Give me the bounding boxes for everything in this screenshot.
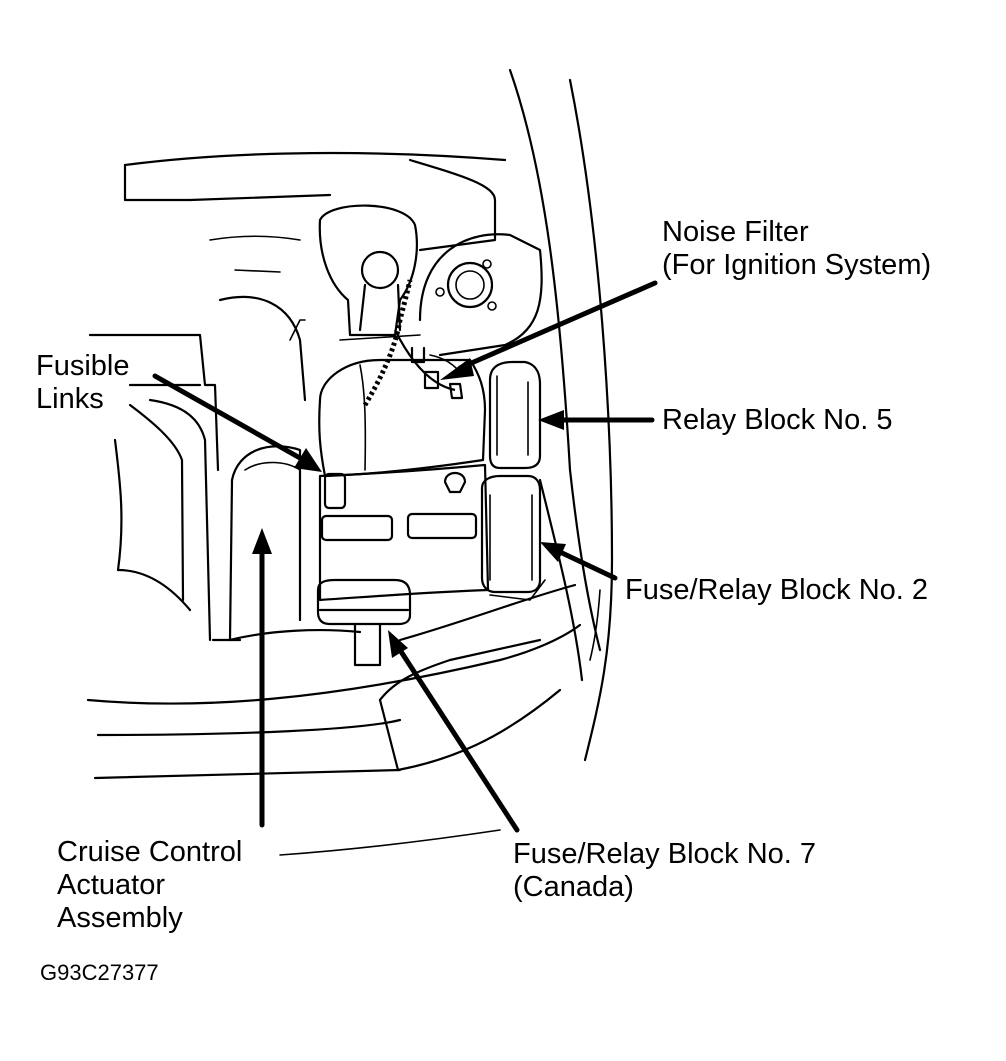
cruise-control-line1: Cruise Control xyxy=(57,836,243,868)
firewall-outline xyxy=(123,151,507,273)
fusible-links-line2: Links xyxy=(36,383,104,415)
fuse-relay-block-7-line1: Fuse/Relay Block No. 7 xyxy=(513,838,817,870)
cruise-control-label: Cruise Control Actuator Assembly xyxy=(57,836,242,935)
fusible-links-line1: Fusible xyxy=(36,350,130,382)
lower-body xyxy=(86,583,582,856)
fuse-relay-block-7-label: Fuse/Relay Block No. 7 (Canada) xyxy=(513,838,816,904)
fuse-relay-block-7 xyxy=(316,578,412,667)
wiring-harness xyxy=(362,279,456,407)
fuse-relay-block-2-label: Fuse/Relay Block No. 2 xyxy=(625,574,928,607)
leader-fusible-links xyxy=(152,373,322,472)
leader-noise-filter xyxy=(440,280,658,380)
battery-box xyxy=(318,358,487,478)
left-structure xyxy=(88,295,307,642)
relay-block-5-line1: Relay Block No. 5 xyxy=(662,404,893,436)
noise-filter-line2: (For Ignition System) xyxy=(662,249,932,281)
cruise-control-line2: Actuator xyxy=(57,869,165,901)
leader-fuse-relay-block-7 xyxy=(388,630,520,833)
relay-block-5-label: Relay Block No. 5 xyxy=(662,404,893,437)
leader-cruise-control xyxy=(252,528,272,828)
brake-booster xyxy=(418,233,543,357)
leader-fuse-relay-block-2 xyxy=(540,542,618,581)
leader-relay-block-5 xyxy=(538,410,655,430)
cruise-control-line3: Assembly xyxy=(57,902,183,934)
fuse-relay-block-2-line1: Fuse/Relay Block No. 2 xyxy=(625,574,929,606)
noise-filter-label: Noise Filter (For Ignition System) xyxy=(662,216,931,282)
figure-code: G93C27377 xyxy=(40,960,159,985)
relay-block-5 xyxy=(488,360,542,470)
fuse-relay-block-2 xyxy=(480,474,546,601)
fusible-links-label: Fusible Links xyxy=(36,350,130,416)
fuse-relay-block-7-line2: (Canada) xyxy=(513,871,634,903)
noise-filter-line1: Noise Filter xyxy=(662,216,809,248)
reservoir xyxy=(318,204,421,341)
